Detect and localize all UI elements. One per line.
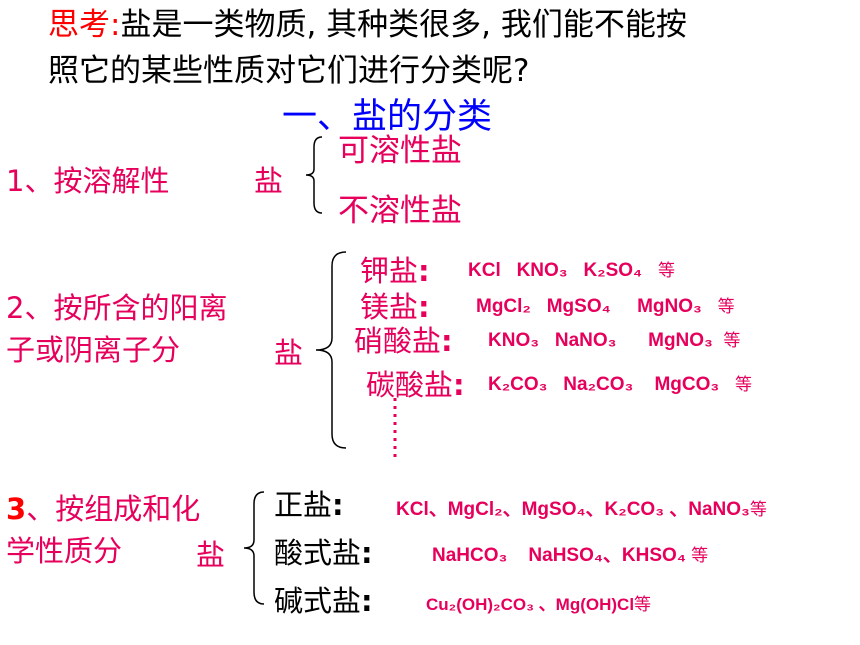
formula: K₂SO₄ — [583, 260, 643, 281]
section1-item-soluble: 可溶性盐 — [338, 133, 462, 169]
section2-row-potassium: 钾盐: — [360, 254, 430, 288]
row-name: 正盐 — [274, 488, 333, 522]
potassium-formulas: KCl KNO₃ K₂SO₄ 等 — [468, 256, 675, 282]
formula: KNO₃ — [516, 260, 568, 281]
suffix: 等 — [691, 546, 709, 565]
section3-row-basic: 碱式盐: — [274, 584, 373, 618]
formula: MgCl₂ — [476, 296, 531, 317]
section1-item-insoluble: 不溶性盐 — [338, 193, 462, 229]
section2-row-magnesium: 镁盐: — [360, 290, 430, 324]
suffix: 等 — [723, 331, 741, 350]
section-heading: 一、盐的分类 — [282, 97, 493, 137]
formula: Cu₂(OH)₂CO₃ 、Mg(OH)Cl — [426, 595, 635, 614]
continuation-dots — [393, 398, 397, 462]
formula: KCl、MgCl₂、MgSO₄、K₂CO₃ 、NaNO₃ — [396, 499, 750, 520]
section3-brace — [243, 491, 265, 605]
section3-salt: 盐 — [196, 538, 226, 572]
section2-row-carbonate: 碳酸盐: — [366, 368, 465, 402]
formula: K₂CO₃ — [488, 374, 548, 395]
basic-salt-formulas: Cu₂(OH)₂CO₃ 、Mg(OH)Cl等 — [426, 590, 651, 615]
section3-number: 3 — [6, 492, 27, 526]
section3-row-normal: 正盐: — [274, 488, 344, 522]
formula: NaNO₃ — [554, 330, 617, 351]
formula: KCl — [468, 260, 501, 281]
question-label: 思考 — [48, 7, 110, 43]
row-name: 碳酸盐 — [366, 368, 454, 402]
nitrate-formulas: KNO₃ NaNO₃ MgNO₃ 等 — [488, 326, 740, 352]
section1-brace — [305, 136, 323, 214]
formula: MgCO₃ — [654, 374, 720, 395]
section2-salt: 盐 — [274, 336, 304, 370]
formula: MgNO₃ — [637, 296, 702, 317]
suffix: 等 — [735, 375, 753, 394]
row-name: 碱式盐 — [274, 584, 362, 618]
suffix: 等 — [749, 500, 767, 519]
magnesium-formulas: MgCl₂ MgSO₄ MgNO₃ 等 — [476, 292, 735, 318]
section3-row-acid: 酸式盐: — [274, 536, 373, 570]
row-name: 硝酸盐 — [354, 324, 442, 358]
formula: MgNO₃ — [648, 330, 713, 351]
section3-label-line2: 学性质分 — [6, 534, 123, 568]
carbonate-formulas: K₂CO₃ Na₂CO₃ MgCO₃ 等 — [488, 370, 752, 396]
row-name: 酸式盐 — [274, 536, 362, 570]
acid-salt-formulas: NaHCO₃ NaHSO₄、KHSO₄ 等 — [432, 540, 708, 567]
formula: MgSO₄ — [546, 296, 611, 317]
suffix: 等 — [657, 261, 675, 280]
question-line-2: 照它的某些性质对它们进行分类呢? — [48, 53, 530, 89]
section1-label: 1、按溶解性 — [6, 164, 170, 198]
formula: KNO₃ — [488, 330, 540, 351]
section2-label-line2: 子或阴离子分 — [6, 333, 181, 367]
suffix: 等 — [634, 595, 652, 614]
section2-label-line1: 2、按所含的阳离 — [6, 291, 228, 325]
question-text-1: 盐是一类物质, 其种类很多, 我们能不能按 — [120, 7, 687, 43]
question-colon: : — [110, 7, 121, 43]
formula: Na₂CO₃ — [563, 374, 634, 395]
row-name: 钾盐 — [360, 254, 419, 288]
question-line-1: 思考:盐是一类物质, 其种类很多, 我们能不能按 — [48, 4, 687, 46]
normal-salt-formulas: KCl、MgCl₂、MgSO₄、K₂CO₃ 、NaNO₃等 — [396, 494, 767, 521]
section2-brace — [315, 251, 347, 449]
section2-row-nitrate: 硝酸盐: — [354, 324, 453, 358]
section3-label-line1: 3、按组成和化 — [6, 492, 201, 526]
suffix: 等 — [717, 297, 735, 316]
section1-salt: 盐 — [254, 164, 284, 198]
row-name: 镁盐 — [360, 290, 419, 324]
formula: NaHCO₃ NaHSO₄、KHSO₄ — [432, 545, 686, 566]
